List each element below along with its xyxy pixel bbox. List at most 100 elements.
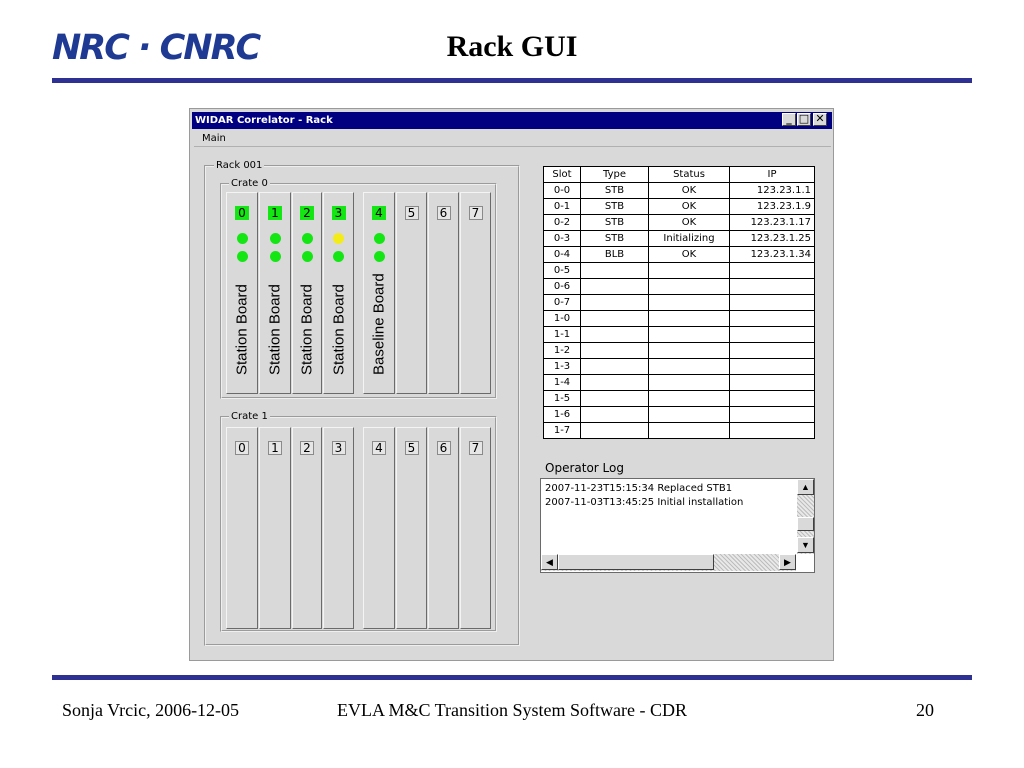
menu-main[interactable]: Main	[202, 133, 226, 144]
scroll-left-icon[interactable]: ◀	[541, 554, 558, 570]
table-cell	[729, 406, 815, 423]
crate-1-slot-3[interactable]	[323, 427, 354, 629]
nrc-cnrc-logo: NRC · CNRC	[52, 28, 261, 68]
rack-label: Rack 001	[214, 160, 265, 172]
table-cell: 123.23.1.25	[729, 230, 815, 247]
crate-1-slot-5[interactable]	[396, 427, 427, 629]
table-cell	[648, 326, 730, 343]
table-row[interactable]: 0-5	[543, 262, 815, 279]
board-type-label: Station Board	[266, 212, 284, 392]
crate-0-slot-2[interactable]	[292, 192, 322, 394]
table-cell	[648, 374, 730, 391]
footer-rule	[52, 675, 972, 680]
table-cell: 0-1	[543, 198, 581, 215]
table-cell	[729, 422, 815, 439]
board-type-label: Baseline Board	[370, 212, 388, 392]
crate-0-slot-1[interactable]	[259, 192, 291, 394]
slot-number-badge: 0	[235, 441, 249, 455]
table-cell	[580, 374, 649, 391]
table-row[interactable]: 1-5	[543, 390, 815, 407]
slot-number-badge: 7	[468, 206, 483, 220]
slot-number-badge: 6	[436, 441, 451, 455]
vertical-scrollbar[interactable]	[797, 479, 814, 554]
table-row[interactable]: 1-1	[543, 326, 815, 343]
table-row[interactable]: 0-6	[543, 278, 815, 295]
table-cell	[648, 390, 730, 407]
scroll-down-icon[interactable]: ▼	[797, 537, 814, 553]
table-cell: 1-5	[543, 390, 581, 407]
crate-0-slot-4[interactable]	[363, 192, 395, 394]
crate-0-slot-7[interactable]	[460, 192, 491, 394]
vertical-scroll-thumb[interactable]	[797, 517, 814, 531]
status-led-ok	[373, 251, 385, 262]
scroll-up-icon[interactable]: ▲	[797, 479, 814, 495]
table-row[interactable]: 1-6	[543, 406, 815, 423]
table-cell	[580, 342, 649, 359]
table-row[interactable]: 1-7	[543, 422, 815, 439]
table-cell	[580, 262, 649, 279]
table-cell: 0-0	[543, 182, 581, 199]
slot-number-badge: 0	[235, 206, 249, 220]
crate-0-slot-0[interactable]	[226, 192, 258, 394]
column-header: Type	[580, 166, 649, 183]
window-titlebar[interactable]: WIDAR Correlator - Rack	[192, 112, 832, 129]
table-row[interactable]: 1-2	[543, 342, 815, 359]
board-type-text: Station Board	[330, 284, 347, 375]
board-type-text: Baseline Board	[370, 273, 388, 375]
board-type-text: Station Board	[298, 284, 316, 375]
table-cell	[580, 390, 649, 407]
slot-number-badge: 1	[268, 441, 282, 455]
crate-1-slot-4[interactable]	[363, 427, 395, 629]
table-cell	[580, 294, 649, 311]
crate-1-label: Crate 1	[229, 411, 270, 423]
crate-1-slot-7[interactable]	[460, 427, 491, 629]
window-title: WIDAR Correlator - Rack	[195, 115, 333, 126]
maximize-button[interactable]: □	[797, 112, 811, 126]
status-led-ok	[236, 233, 248, 244]
minimize-button[interactable]: _	[782, 113, 796, 126]
crate-0-slot-6[interactable]	[428, 192, 459, 394]
table-cell: OK	[648, 214, 730, 231]
table-cell: STB	[580, 230, 649, 247]
table-cell: 0-6	[543, 278, 581, 295]
table-row[interactable]: 1-0	[543, 310, 815, 327]
crate-1-slot-0[interactable]	[226, 427, 258, 629]
crate-1-slot-1[interactable]	[259, 427, 291, 629]
table-cell: 123.23.1.34	[729, 246, 815, 263]
close-button[interactable]: ✕	[813, 113, 827, 126]
slot-number-badge: 5	[404, 206, 419, 220]
table-cell	[729, 390, 815, 407]
table-cell: 1-1	[543, 326, 581, 343]
crate-0-slot-3[interactable]	[323, 192, 354, 394]
slot-number-badge: 3	[331, 441, 346, 455]
slot-number-badge: 7	[468, 441, 483, 455]
table-cell: STB	[580, 198, 649, 215]
slot-number-badge: 4	[372, 206, 386, 220]
crate-1-slot-2[interactable]	[292, 427, 322, 629]
board-type-label: Station Board	[234, 212, 251, 392]
table-cell	[580, 278, 649, 295]
log-entry: 2007-11-03T13:45:25 Initial installation	[545, 497, 744, 508]
status-led-ok	[301, 251, 313, 262]
status-led-ok	[236, 251, 248, 262]
horizontal-scroll-thumb[interactable]	[558, 554, 714, 570]
table-row[interactable]: 1-3	[543, 358, 815, 375]
table-cell	[648, 294, 730, 311]
board-type-label: Station Board	[298, 212, 316, 392]
table-cell	[729, 278, 815, 295]
scroll-right-icon[interactable]: ▶	[779, 554, 796, 570]
slot-number-badge: 2	[300, 206, 314, 220]
board-type-text: Station Board	[266, 284, 284, 375]
table-row[interactable]: 0-7	[543, 294, 815, 311]
table-row[interactable]: 1-4	[543, 374, 815, 391]
table-cell	[648, 342, 730, 359]
crate-1-slot-6[interactable]	[428, 427, 459, 629]
crate-0-slot-5[interactable]	[396, 192, 427, 394]
table-cell: 1-7	[543, 422, 581, 439]
table-cell	[580, 358, 649, 375]
